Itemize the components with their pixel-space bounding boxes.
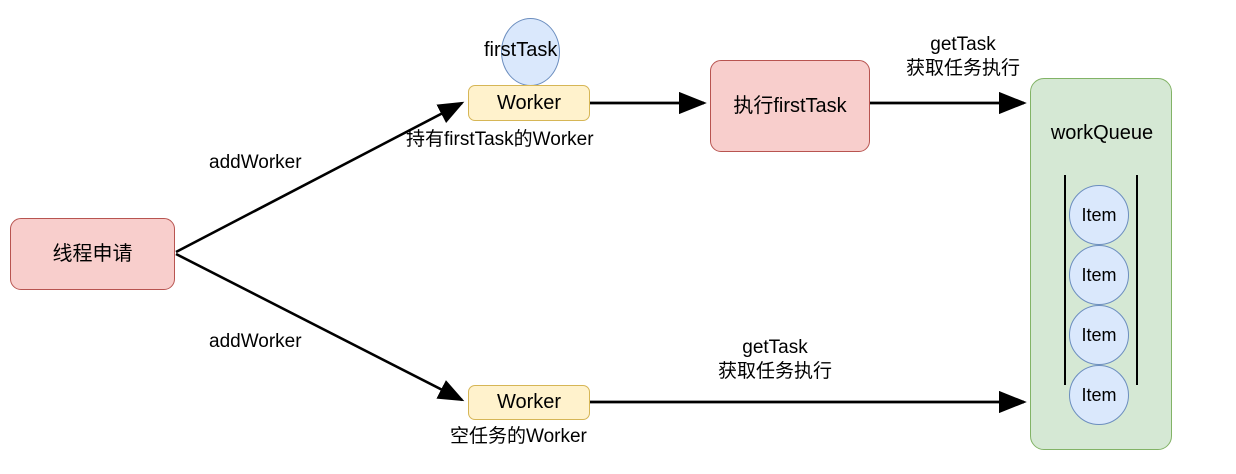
queue-rail-left xyxy=(1064,175,1066,385)
queue-item[interactable]: Item xyxy=(1069,185,1129,245)
first-task-label: firstTask xyxy=(484,39,558,61)
edge-label-get-task-bottom: getTask 获取任务执行 xyxy=(718,337,833,382)
first-task-circle xyxy=(501,18,560,86)
edge-label-add-worker-bottom: addWorker xyxy=(209,331,302,352)
node-exec-first-task[interactable]: 执行firstTask xyxy=(710,60,870,152)
queue-rail-right xyxy=(1136,175,1138,385)
queue-item[interactable]: Item xyxy=(1069,245,1129,305)
node-work-queue[interactable]: workQueue Item Item Item Item xyxy=(1030,78,1172,450)
edge-threadapply-to-worker-top xyxy=(175,101,465,254)
edge-label-hold-first-task-worker: 持有firstTask的Worker xyxy=(406,129,594,150)
node-thread-apply[interactable]: 线程申请 xyxy=(10,218,175,290)
edge-label-empty-task-worker: 空任务的Worker xyxy=(450,426,587,447)
node-worker-bottom[interactable]: Worker xyxy=(468,385,590,420)
node-worker-top[interactable]: Worker xyxy=(468,85,590,121)
edge-threadapply-to-worker-bottom xyxy=(175,252,465,402)
queue-item[interactable]: Item xyxy=(1069,365,1129,425)
work-queue-label: workQueue xyxy=(1050,122,1154,144)
edge-label-add-worker-top: addWorker xyxy=(209,152,302,173)
queue-item[interactable]: Item xyxy=(1069,305,1129,365)
edge-label-get-task-top: getTask 获取任务执行 xyxy=(906,34,1021,79)
